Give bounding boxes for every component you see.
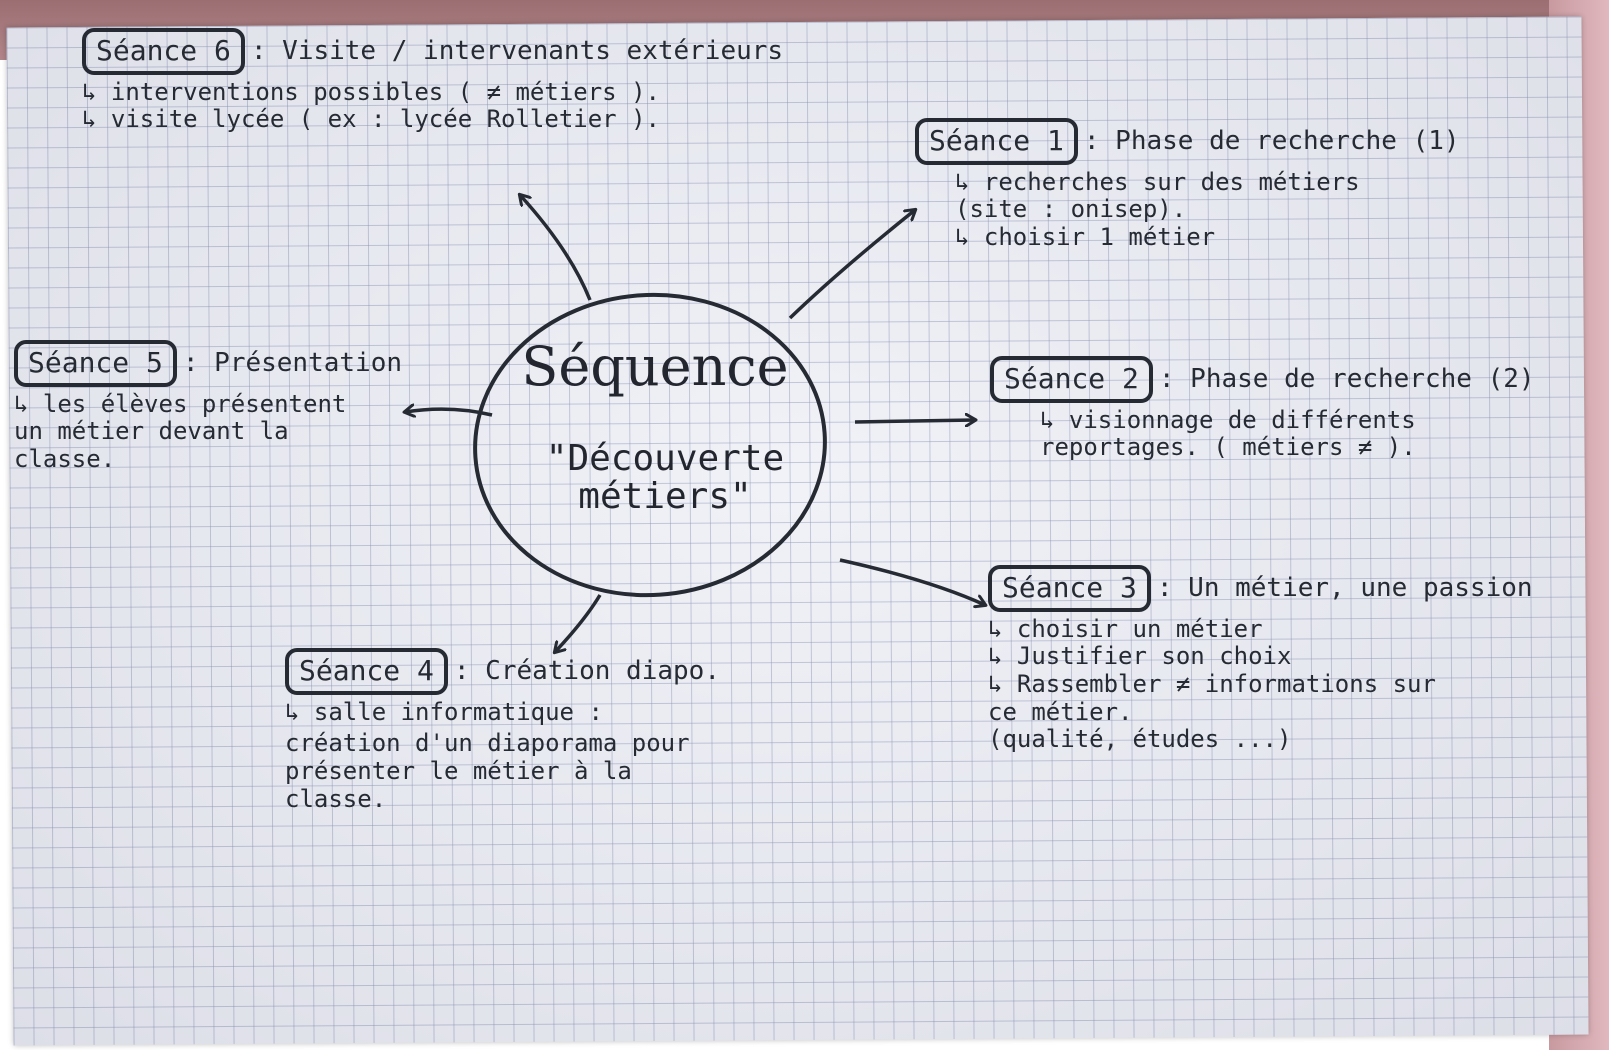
seance-3-title: : Un métier, une passion xyxy=(1156,573,1533,604)
link-seance-3 xyxy=(839,558,985,605)
list-item: ↳ les élèves présentent un métier devant… xyxy=(14,389,347,473)
seance-2-list: ↳ visionnage de différents reportages. (… xyxy=(1040,405,1535,462)
arrow-bullet-icon: ↳ xyxy=(955,222,970,251)
arrow-bullet-icon: ↳ xyxy=(988,669,1003,698)
arrow-bullet-icon: ↳ xyxy=(285,697,300,726)
seance-1-title: : Phase de recherche (1) xyxy=(1083,126,1460,157)
seance-6-title: : Visite / intervenants extérieurs xyxy=(250,36,784,67)
seance-5-title: : Présentation xyxy=(182,348,403,379)
list-item: ↳ visionnage de différents reportages. (… xyxy=(1040,405,1416,462)
arrow-bullet-icon: ↳ xyxy=(955,167,970,196)
hub-subtitle-line2: métiers" xyxy=(578,475,752,517)
seance-4-title: : Création diapo. xyxy=(453,656,720,687)
list-item: ↳ visite lycée ( ex : lycée Rolletier ). xyxy=(82,105,660,134)
seance-3-label: Séance 3 xyxy=(988,565,1151,612)
link-seance-5 xyxy=(405,409,493,415)
seance-3-list: ↳ choisir un métier ↳ Justifier son choi… xyxy=(988,614,1533,754)
list-item: ↳ choisir 1 métier xyxy=(955,222,1216,251)
seance-5-label: Séance 5 xyxy=(14,340,177,387)
list-item: ↳ recherches sur des métiers (site : oni… xyxy=(955,167,1360,224)
seance-1-list: ↳ recherches sur des métiers (site : oni… xyxy=(955,167,1460,252)
arrow-bullet-icon: ↳ xyxy=(988,642,1003,671)
seance-4-list: ↳ salle informatique : xyxy=(285,697,720,727)
arrow-bullet-icon: ↳ xyxy=(1040,405,1055,434)
link-seance-4 xyxy=(555,594,602,652)
seance-4-label: Séance 4 xyxy=(285,648,448,695)
hub-subtitle: "Découverte métiers" xyxy=(515,440,815,516)
seance-6-node: Séance 6 : Visite / intervenants extérie… xyxy=(82,28,783,134)
list-item: ↳ interventions possibles ( ≠ métiers ). xyxy=(82,77,660,106)
seance-4-node: Séance 4 : Création diapo. ↳ salle infor… xyxy=(285,648,720,813)
list-item: ↳ choisir un métier xyxy=(988,614,1263,643)
seance-1-node: Séance 1 : Phase de recherche (1) ↳ rech… xyxy=(915,118,1460,252)
seance-1-label: Séance 1 xyxy=(915,118,1078,165)
list-item: ↳ Rassembler ≠ informations sur ce métie… xyxy=(988,669,1436,754)
seance-6-list: ↳ interventions possibles ( ≠ métiers ).… xyxy=(82,77,783,134)
list-item: ↳ Justifier son choix xyxy=(988,642,1292,671)
seance-5-list: ↳ les élèves présentent un métier devant… xyxy=(14,389,402,474)
hub-subtitle-line1: "Découverte xyxy=(545,438,785,479)
seance-2-label: Séance 2 xyxy=(990,356,1153,403)
arrow-bullet-icon: ↳ xyxy=(82,77,97,106)
seance-2-title: : Phase de recherche (2) xyxy=(1158,364,1535,395)
seance-6-label: Séance 6 xyxy=(82,28,245,75)
link-seance-6 xyxy=(520,195,592,301)
link-seance-1 xyxy=(788,210,915,320)
hub-circle xyxy=(473,292,827,598)
seance-5-node: Séance 5 : Présentation ↳ les élèves pré… xyxy=(14,340,402,474)
arrow-bullet-icon: ↳ xyxy=(82,105,97,134)
arrow-bullet-icon: ↳ xyxy=(14,389,29,418)
arrow-bullet-icon: ↳ xyxy=(988,614,1003,643)
seance-4-description: création d'un diaporama pour présenter l… xyxy=(285,729,690,813)
list-item: ↳ salle informatique : xyxy=(285,697,603,726)
seance-3-node: Séance 3 : Un métier, une passion ↳ choi… xyxy=(988,565,1533,754)
seance-2-node: Séance 2 : Phase de recherche (2) ↳ visi… xyxy=(990,356,1535,462)
hub-title: Séquence xyxy=(521,335,789,398)
link-seance-2 xyxy=(854,420,975,422)
